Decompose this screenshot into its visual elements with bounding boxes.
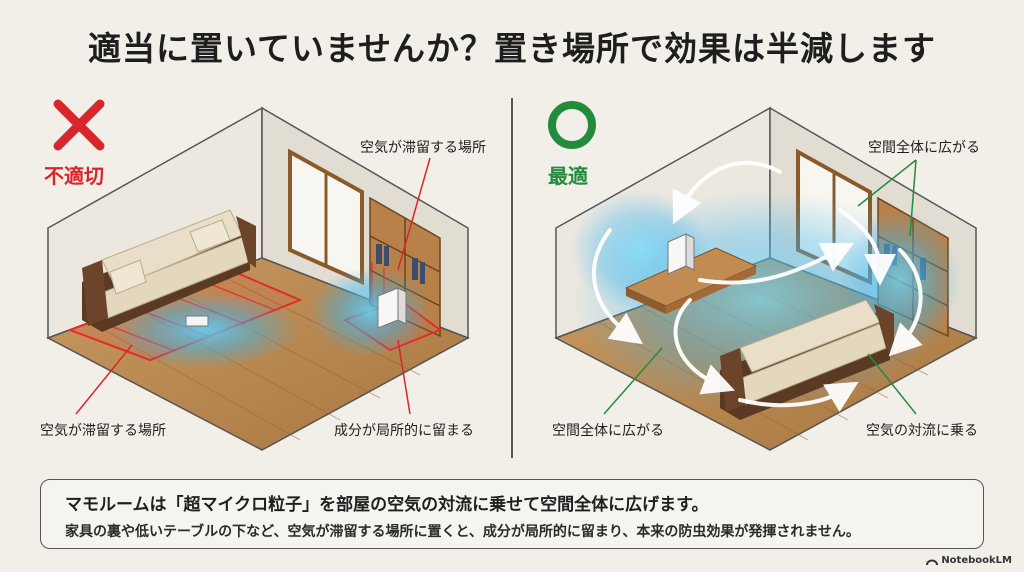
sofa-right	[720, 299, 894, 420]
brand-watermark: NotebookLM	[926, 555, 1012, 566]
explanation-line-2: 家具の裏や低いテーブルの下など、空気が滞留する場所に置くと、成分が局所的に留まり…	[65, 524, 860, 540]
air-device-under-sofa	[185, 315, 209, 327]
left-callout-bottom-right: 成分が局所的に留まる	[334, 423, 474, 439]
left-callout-top: 空気が滞留する場所	[360, 140, 486, 156]
brand-label: NotebookLM	[941, 555, 1012, 566]
air-device-optimal	[667, 233, 695, 275]
notebook-logo-icon	[926, 559, 939, 565]
left-room-illustration	[46, 106, 470, 451]
ok-circle-icon	[548, 101, 596, 149]
panel-divider	[511, 98, 513, 458]
right-callout-top: 空間全体に広がる	[868, 140, 980, 156]
explanation-line-1: マモルームは「超マイクロ粒子」を部屋の空気の対流に乗せて空間全体に広げます。	[65, 495, 709, 515]
explanation-box: マモルームは「超マイクロ粒子」を部屋の空気の対流に乗せて空間全体に広げます。 家…	[40, 479, 984, 549]
page-title: 適当に置いていませんか？置き場所で効果は半減します	[87, 29, 937, 68]
mist-sofa	[110, 292, 300, 368]
right-callout-bottom-left: 空間全体に広がる	[552, 423, 664, 439]
right-callout-bottom-right: 空気の対流に乗る	[866, 423, 978, 439]
ng-label: 不適切	[44, 164, 104, 188]
ok-label: 最適	[548, 164, 588, 188]
air-device-corner	[377, 287, 407, 329]
sofa	[82, 209, 256, 332]
ng-x-icon	[53, 99, 105, 151]
right-room-illustration	[554, 106, 978, 451]
left-callout-bottom-left: 空気が滞留する場所	[40, 423, 166, 439]
